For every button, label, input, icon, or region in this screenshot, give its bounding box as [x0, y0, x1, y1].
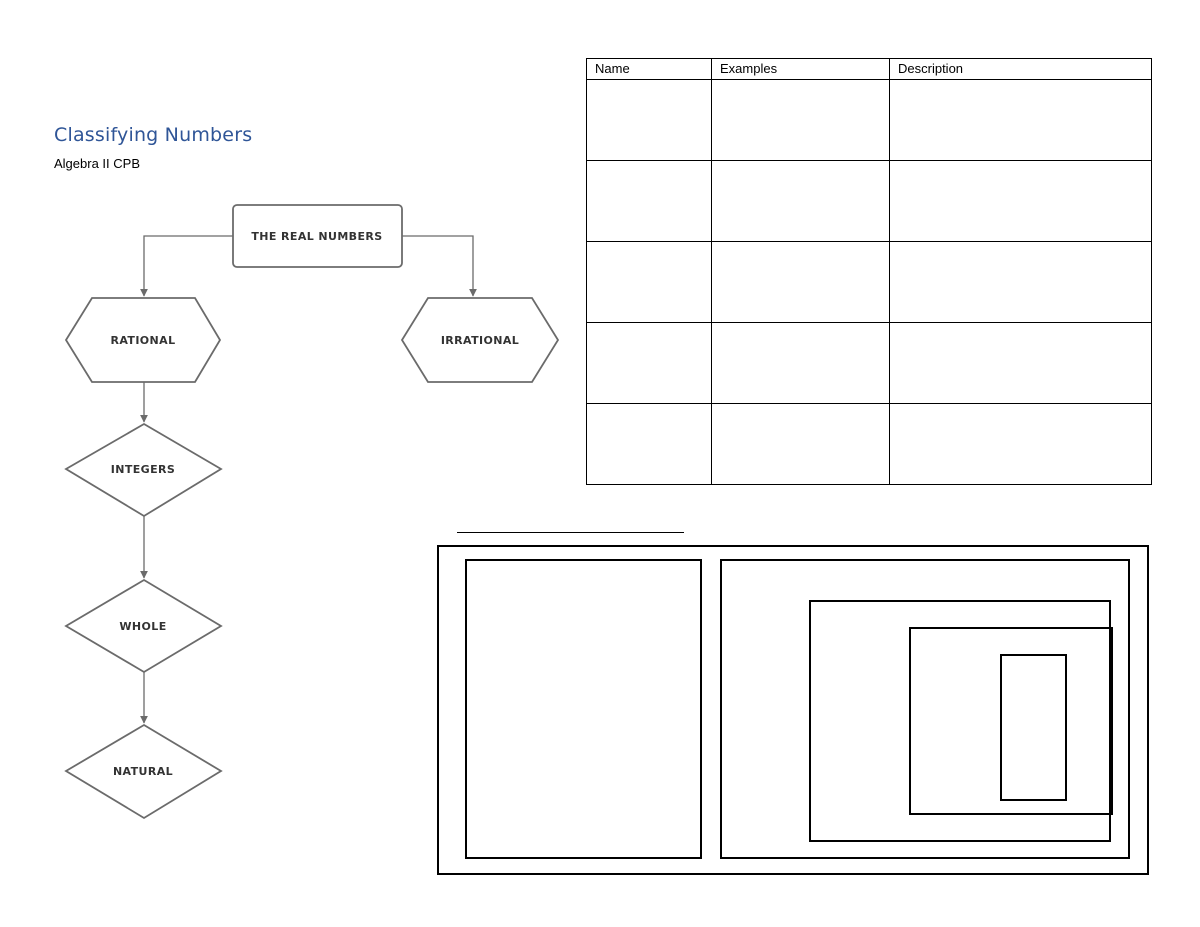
table-cell[interactable] — [711, 160, 890, 242]
table-row — [586, 241, 1152, 323]
connector-root-irrational — [402, 235, 477, 297]
node-natural-label: NATURAL — [113, 765, 173, 778]
table-cell[interactable] — [586, 322, 712, 404]
node-rational-label: RATIONAL — [110, 334, 175, 347]
table-cell[interactable] — [889, 403, 1152, 485]
node-whole: WHOLE — [64, 578, 223, 674]
venn-integers-box[interactable] — [809, 600, 1111, 842]
table-header-row: Name Examples Description — [586, 58, 1152, 80]
classification-table: Name Examples Description — [586, 58, 1152, 485]
node-real-numbers: THE REAL NUMBERS — [232, 204, 403, 268]
header-examples: Examples — [711, 58, 890, 80]
table-cell[interactable] — [889, 79, 1152, 161]
table-cell[interactable] — [586, 160, 712, 242]
table-cell[interactable] — [889, 322, 1152, 404]
venn-title-blank[interactable] — [457, 532, 684, 533]
node-rational: RATIONAL — [64, 297, 222, 383]
venn-whole-box[interactable] — [909, 627, 1113, 815]
number-flowchart: THE REAL NUMBERS RATIONAL IRRATIONAL INT… — [64, 204, 560, 820]
table-cell[interactable] — [711, 322, 890, 404]
venn-natural-box[interactable] — [1000, 654, 1067, 801]
venn-rational-box[interactable] — [720, 559, 1130, 859]
table-cell[interactable] — [586, 241, 712, 323]
table-cell[interactable] — [889, 241, 1152, 323]
table-cell[interactable] — [711, 79, 890, 161]
table-cell[interactable] — [711, 241, 890, 323]
venn-outer-box — [437, 545, 1149, 875]
connector-root-rational — [140, 235, 233, 297]
node-natural: NATURAL — [64, 723, 223, 820]
table-row — [586, 79, 1152, 161]
table-row — [586, 403, 1152, 485]
node-irrational-label: IRRATIONAL — [441, 334, 519, 347]
node-integers-label: INTEGERS — [111, 463, 175, 476]
node-irrational: IRRATIONAL — [400, 297, 560, 383]
table-cell[interactable] — [711, 403, 890, 485]
node-integers: INTEGERS — [64, 422, 223, 518]
node-whole-label: WHOLE — [119, 620, 166, 633]
page-title: Classifying Numbers — [54, 124, 253, 146]
table-cell[interactable] — [586, 403, 712, 485]
table-row — [586, 322, 1152, 404]
venn-irrational-box[interactable] — [465, 559, 702, 859]
table-cell[interactable] — [889, 160, 1152, 242]
table-cell[interactable] — [586, 79, 712, 161]
header-name: Name — [586, 58, 712, 80]
node-real-numbers-label: THE REAL NUMBERS — [251, 230, 382, 243]
table-row — [586, 160, 1152, 242]
page-subtitle: Algebra II CPB — [54, 156, 140, 171]
header-description: Description — [889, 58, 1152, 80]
